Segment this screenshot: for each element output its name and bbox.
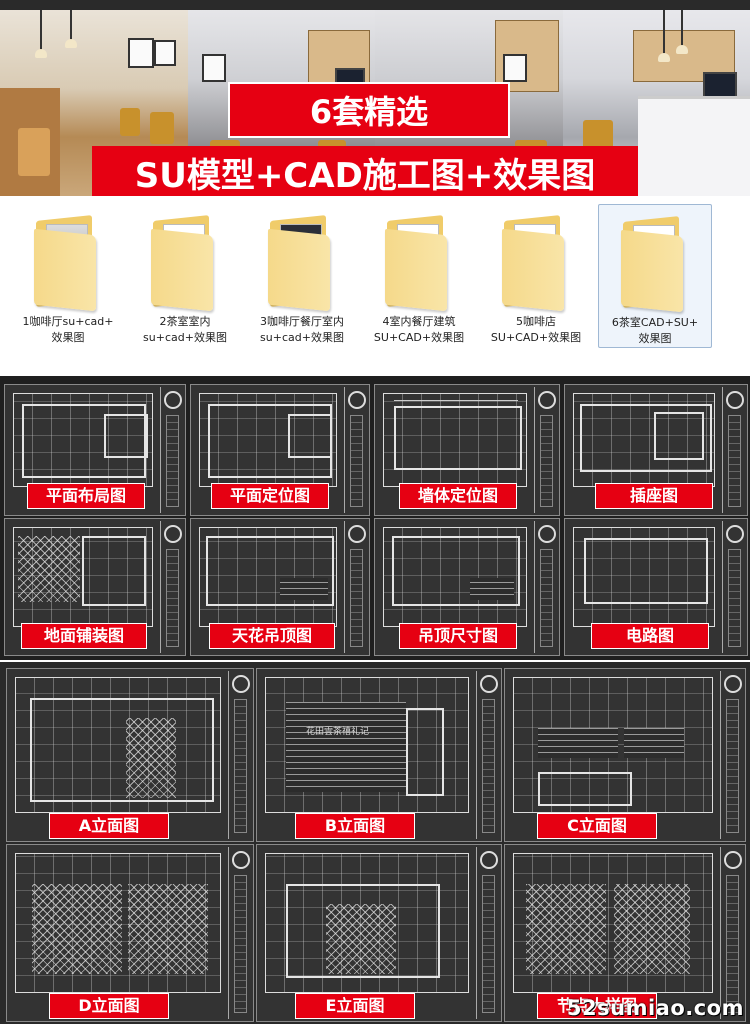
sheet-label: E立面图 — [295, 993, 415, 1019]
cad-sheet-floor-layout[interactable]: 平面布局图 — [4, 384, 186, 516]
sheet-label: C立面图 — [537, 813, 657, 839]
folder-item-3[interactable]: 3咖啡厅餐厅室内 su+cad+效果图 — [246, 204, 358, 346]
cad-sheet-elevation-d[interactable]: D立面图 — [6, 844, 254, 1022]
folder-item-4[interactable]: 4室内餐厅建筑 SU+CAD+效果图 — [363, 204, 475, 346]
sheet-label: B立面图 — [295, 813, 415, 839]
sheet-label: A立面图 — [49, 813, 169, 839]
sheet-label: 天花吊顶图 — [209, 623, 335, 649]
hero-render-strip: 6套精选 SU模型+CAD施工图+效果图 — [0, 0, 750, 196]
sheet-label: 插座图 — [595, 483, 713, 509]
folder-label: 1咖啡厅su+cad+ 效果图 — [22, 315, 114, 344]
folder-item-1[interactable]: 1咖啡厅su+cad+ 效果图 — [12, 204, 124, 346]
folder-label: 4室内餐厅建筑 SU+CAD+效果图 — [373, 315, 465, 344]
cad-sheet-floor-positioning[interactable]: 平面定位图 — [190, 384, 370, 516]
folder-label: 6茶室CAD+SU+ 效果图 — [611, 316, 699, 345]
folder-icon — [619, 209, 691, 313]
folder-icon — [500, 208, 572, 312]
cad-sheet-socket[interactable]: 插座图 — [564, 384, 748, 516]
cad-sheet-elevation-a[interactable]: A立面图 — [6, 668, 254, 842]
site-watermark: 52sumiao.com — [566, 996, 744, 1020]
folder-item-5[interactable]: 5咖啡店 SU+CAD+效果图 — [480, 204, 592, 346]
folder-item-6-selected[interactable]: 6茶室CAD+SU+ 效果图 — [598, 204, 712, 348]
sheet-label: 吊顶尺寸图 — [399, 623, 517, 649]
cad-sheet-node-detail[interactable]: 节点大样图 — [504, 844, 746, 1022]
sheet-label: D立面图 — [49, 993, 169, 1019]
folder-item-2[interactable]: 2茶室室内 su+cad+效果图 — [129, 204, 241, 346]
folder-label: 3咖啡厅餐厅室内 su+cad+效果图 — [260, 315, 344, 344]
cad-sheet-ceiling-dimensions[interactable]: 吊顶尺寸图 — [374, 518, 560, 656]
wall-sign-text: 花田雲茶禧礼记 — [306, 727, 370, 737]
cad-sheet-elevation-e[interactable]: E立面图 — [256, 844, 502, 1022]
sheet-label: 墙体定位图 — [399, 483, 517, 509]
folder-icon — [32, 208, 104, 312]
banner-package-contents: SU模型+CAD施工图+效果图 — [92, 146, 638, 196]
sheet-label: 平面定位图 — [211, 483, 329, 509]
cad-sheet-wall-positioning[interactable]: 墙体定位图 — [374, 384, 560, 516]
cad-elevation-sheets: A立面图 花田雲茶禧礼记 B立面图 C立面图 D立面图 E立面图 节点大样图 — [0, 662, 750, 1024]
folder-list: 1咖啡厅su+cad+ 效果图 2茶室室内 su+cad+效果图 3咖啡厅餐厅室… — [0, 196, 750, 374]
sheet-label: 节点大样图 — [537, 993, 657, 1019]
cad-sheet-circuit[interactable]: 电路图 — [564, 518, 748, 656]
folder-icon — [149, 208, 221, 312]
sheet-label: 地面铺装图 — [21, 623, 147, 649]
folder-label: 5咖啡店 SU+CAD+效果图 — [490, 315, 582, 344]
cad-sheet-ceiling[interactable]: 天花吊顶图 — [190, 518, 370, 656]
cad-sheet-elevation-c[interactable]: C立面图 — [504, 668, 746, 842]
banner-package-count: 6套精选 — [228, 82, 510, 138]
sheet-label: 平面布局图 — [27, 483, 145, 509]
cad-sheet-floor-paving[interactable]: 地面铺装图 — [4, 518, 186, 656]
cad-sheet-elevation-b[interactable]: 花田雲茶禧礼记 B立面图 — [256, 668, 502, 842]
folder-icon — [383, 208, 455, 312]
folder-icon — [266, 208, 338, 312]
cad-plan-sheets: 平面布局图 平面定位图 墙体定位图 插座图 地面铺装图 天花吊顶图 吊顶尺寸图 … — [0, 376, 750, 660]
render-photo-4 — [563, 0, 750, 196]
folder-label: 2茶室室内 su+cad+效果图 — [143, 315, 227, 344]
sheet-label: 电路图 — [591, 623, 709, 649]
